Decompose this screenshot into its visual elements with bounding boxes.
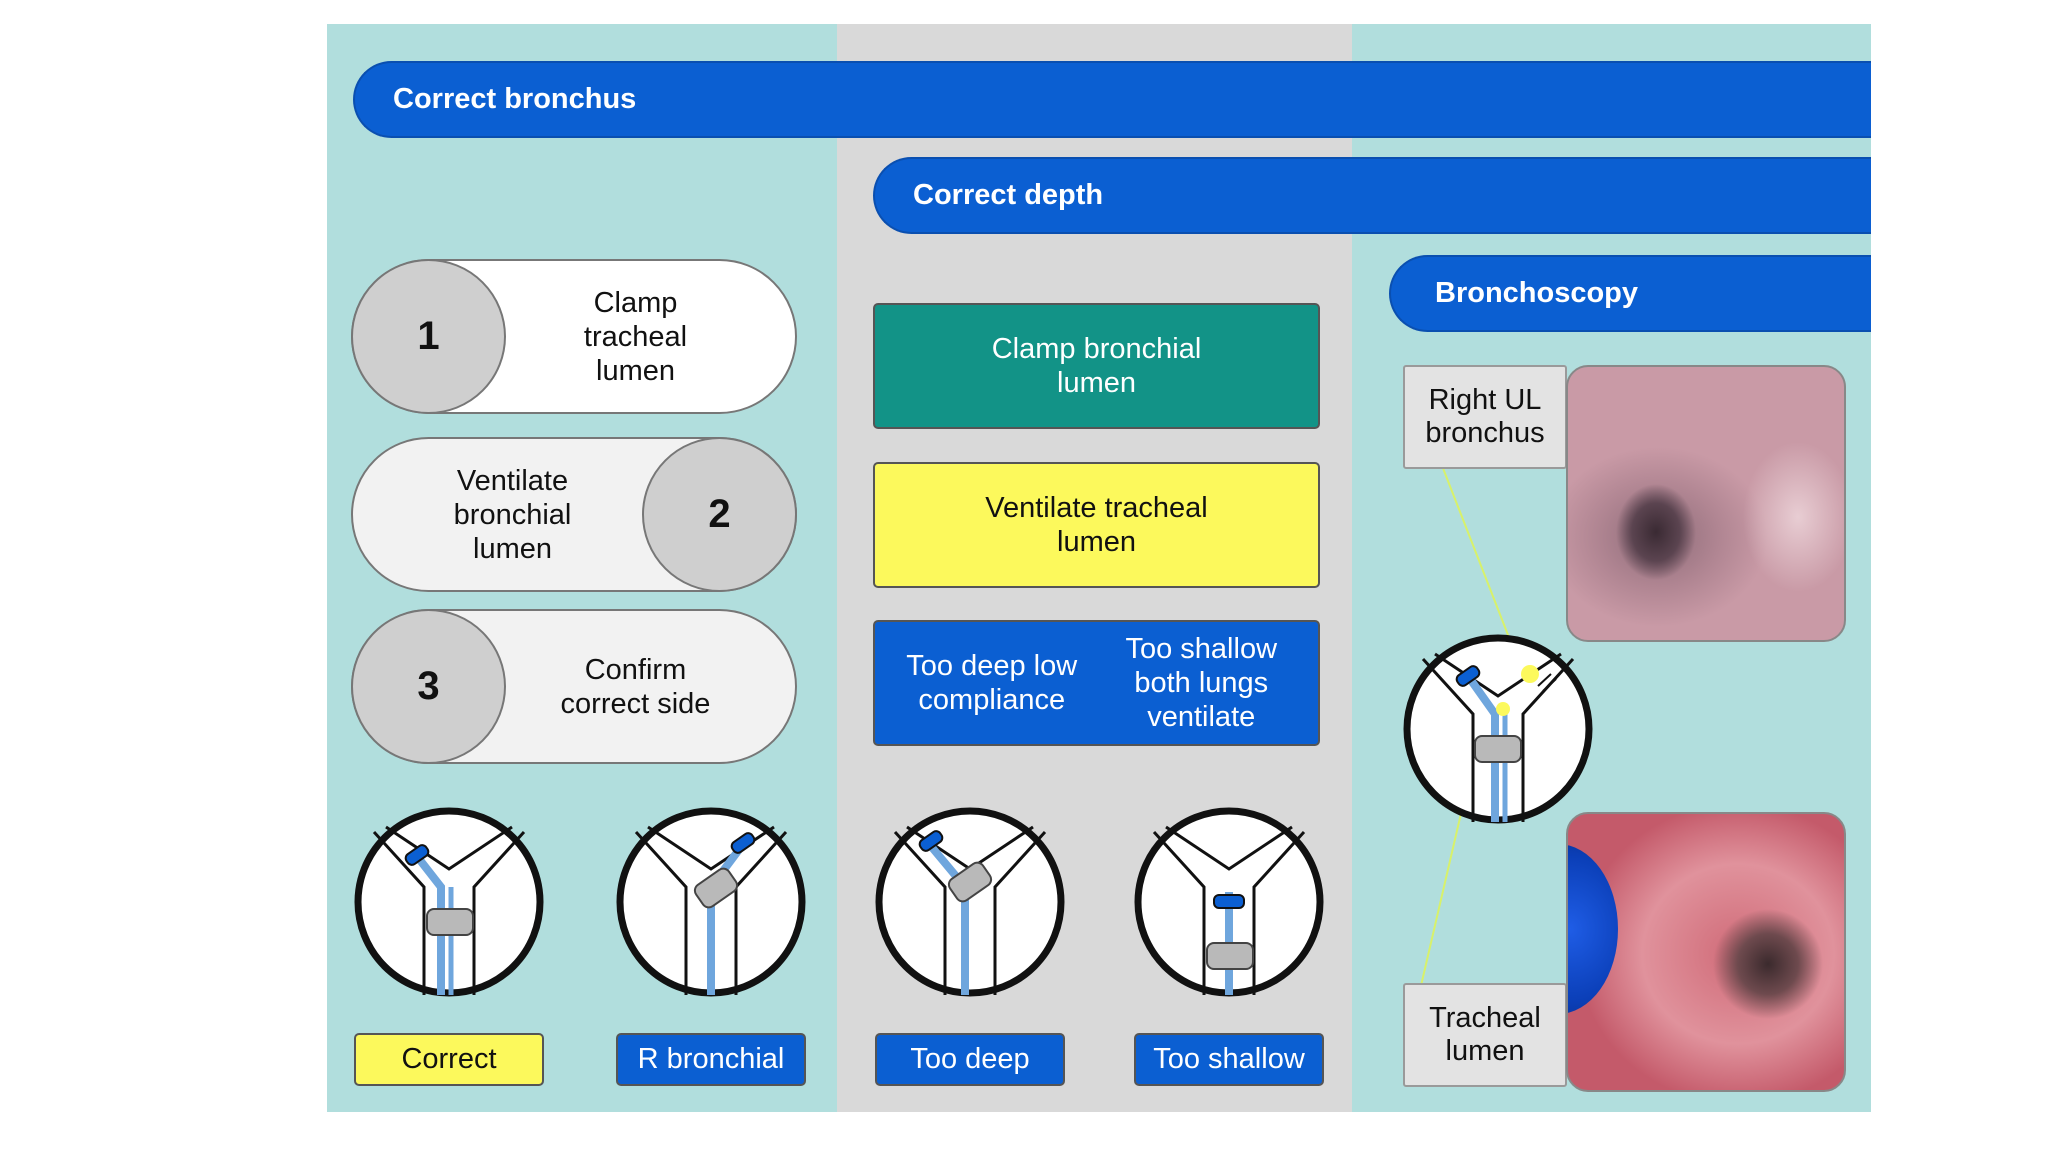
bronchoscopy-photo-right-ul bbox=[1566, 365, 1846, 642]
banner-correct-depth-label: Correct depth bbox=[913, 179, 1104, 211]
step-1: 1 Clamp tracheal lumen bbox=[351, 259, 797, 414]
diagram-r-bronchial bbox=[616, 807, 806, 997]
step-3-number: 3 bbox=[351, 609, 506, 764]
diagram-correct bbox=[354, 807, 544, 997]
bronchoscopy-photo-tracheal-lumen bbox=[1566, 812, 1846, 1092]
banner-correct-depth: Correct depth bbox=[873, 157, 1871, 234]
banner-bronchoscopy: Bronchoscopy bbox=[1389, 255, 1871, 332]
step-2-label: Ventilate bronchial lumen bbox=[453, 464, 572, 565]
step-2-number: 2 bbox=[642, 437, 797, 592]
clamp-bronchial-label: Clamp bronchial lumen bbox=[991, 333, 1202, 399]
banner-correct-bronchus: Correct bronchus bbox=[353, 61, 1871, 138]
depth-outcomes-box: Too deep low compliance Too shallow both… bbox=[873, 620, 1320, 746]
diagram-too-shallow bbox=[1134, 807, 1324, 997]
tube-cuff-shape bbox=[1568, 844, 1618, 1014]
step-1-label: Clamp tracheal lumen bbox=[583, 286, 688, 387]
clamp-bronchial-box: Clamp bronchial lumen bbox=[873, 303, 1320, 429]
label-too-shallow: Too shallow bbox=[1134, 1033, 1324, 1086]
step-2: Ventilate bronchial lumen 2 bbox=[351, 437, 797, 592]
diagram-too-deep bbox=[875, 807, 1065, 997]
label-correct: Correct bbox=[354, 1033, 544, 1086]
too-shallow-description: Too shallow both lungs ventilate bbox=[1125, 633, 1278, 733]
step-3-label: Confirm correct side bbox=[560, 653, 711, 720]
callout-right-ul-bronchus: Right UL bronchus bbox=[1403, 365, 1567, 469]
banner-bronchoscopy-label: Bronchoscopy bbox=[1435, 277, 1639, 309]
label-r-bronchial: R bronchial bbox=[616, 1033, 806, 1086]
diagram-bronchoscopy-tube bbox=[1403, 634, 1593, 824]
too-deep-description: Too deep low compliance bbox=[906, 650, 1078, 716]
step-1-number: 1 bbox=[351, 259, 506, 414]
ventilate-tracheal-box: Ventilate tracheal lumen bbox=[873, 462, 1320, 588]
label-too-deep: Too deep bbox=[875, 1033, 1065, 1086]
step-3: 3 Confirm correct side bbox=[351, 609, 797, 764]
banner-correct-bronchus-label: Correct bronchus bbox=[393, 83, 637, 115]
ventilate-tracheal-label: Ventilate tracheal lumen bbox=[985, 492, 1208, 558]
callout-tracheal-lumen: Tracheal lumen bbox=[1403, 983, 1567, 1087]
